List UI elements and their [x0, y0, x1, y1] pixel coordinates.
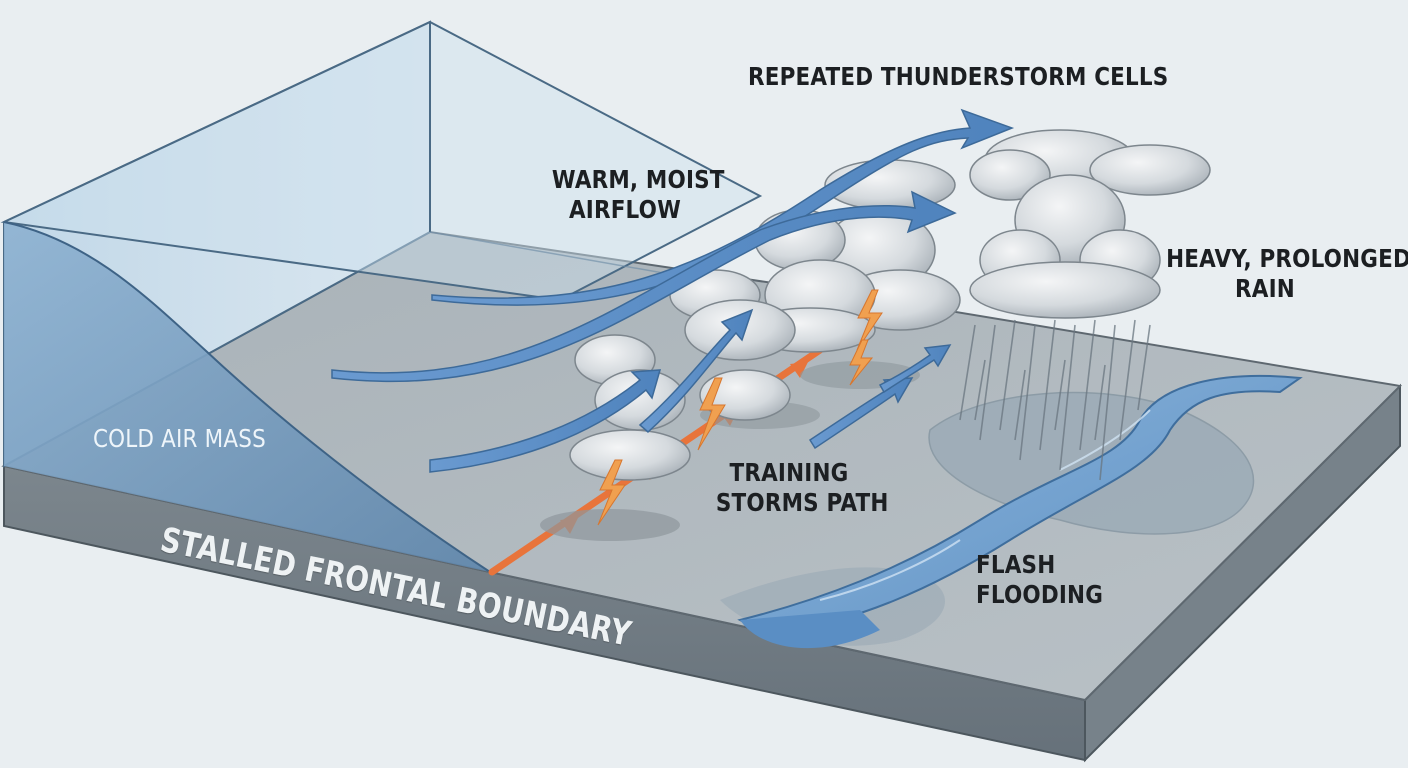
label-flash-flooding: FLASH FLOODING: [976, 550, 1103, 610]
label-cold-air-mass: COLD AIR MASS: [93, 424, 266, 453]
arrow-icon: [331, 108, 1015, 473]
lightning-icon: [597, 289, 883, 526]
river-icon: [737, 374, 1303, 638]
label-training-storms-path: TRAINING STORMS PATH: [715, 458, 889, 518]
label-training-line1: TRAINING: [729, 458, 849, 487]
label-heavy-line2: RAIN: [1235, 274, 1295, 303]
label-heavy-line1: HEAVY, PROLONGED: [1166, 244, 1408, 273]
label-flash-line2: FLOODING: [976, 580, 1104, 609]
label-warm-moist-airflow: WARM, MOIST AIRFLOW: [551, 165, 725, 225]
cold-air-mass: [4, 222, 490, 572]
glass-top: [0, 20, 763, 302]
label-repeated-thunderstorm-cells: REPEATED THUNDERSTORM CELLS: [748, 62, 1169, 91]
label-heavy-prolonged-rain: HEAVY, PROLONGED RAIN: [1166, 244, 1408, 304]
label-warm-line2: AIRFLOW: [568, 195, 682, 224]
label-warm-line1: WARM, MOIST: [551, 165, 725, 194]
label-training-line2: STORMS PATH: [715, 488, 889, 517]
label-flash-line1: FLASH: [976, 550, 1056, 579]
rain-icon: [959, 319, 1151, 481]
